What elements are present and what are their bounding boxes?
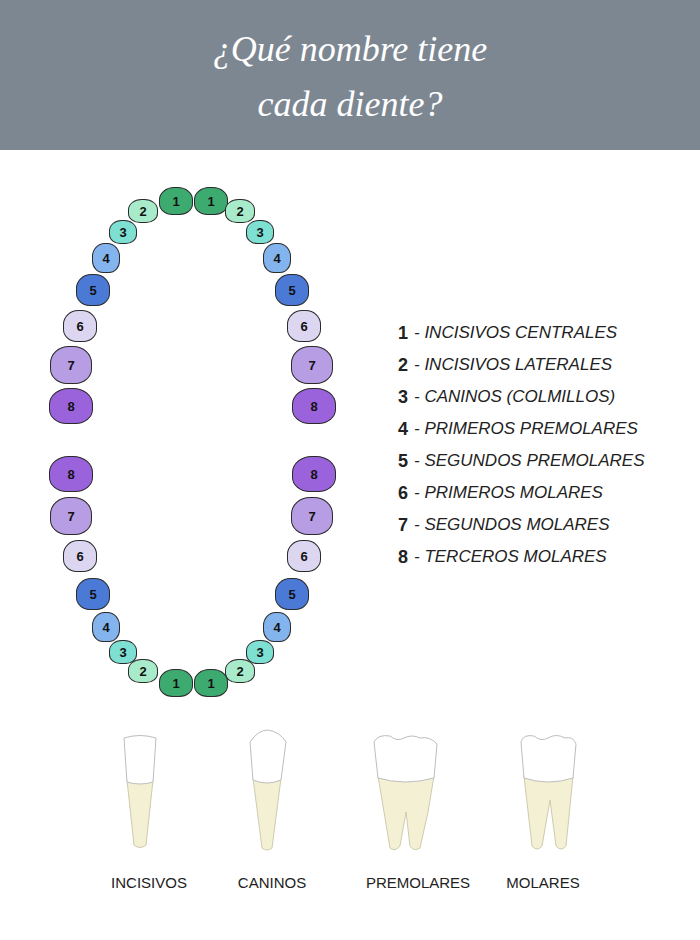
second-premolar-tooth: 5 <box>275 578 309 610</box>
key-name: - INCISIVOS CENTRALES <box>414 322 617 344</box>
first-premolar-tooth: 4 <box>92 612 120 642</box>
lateral-incisor-tooth: 2 <box>128 199 158 223</box>
key-number: 1 <box>398 322 408 344</box>
tooth-number: 1 <box>207 195 214 208</box>
second-premolar-tooth: 5 <box>76 578 110 610</box>
first-premolar-tooth: 4 <box>92 243 120 273</box>
tooth-number: 1 <box>172 677 179 690</box>
key-number: 5 <box>398 450 408 472</box>
central-incisor-tooth: 1 <box>194 669 228 697</box>
canine-tooth: 3 <box>246 640 274 664</box>
first-molar-tooth: 6 <box>63 540 97 572</box>
key-name: - SEGUNDOS MOLARES <box>414 514 610 536</box>
tooth-number: 6 <box>300 320 307 333</box>
tooth-number: 2 <box>139 665 146 678</box>
molar-figure <box>521 736 576 850</box>
tooth-number: 5 <box>89 284 96 297</box>
third-molar-tooth: 8 <box>292 388 336 424</box>
key-name: - TERCEROS MOLARES <box>414 546 607 568</box>
tooth-number: 4 <box>273 252 280 265</box>
tooth-type-caption: INCISIVOS <box>111 872 187 894</box>
tooth-type-caption: CANINOS <box>238 872 306 894</box>
tooth-number: 5 <box>89 588 96 601</box>
central-incisor-tooth: 1 <box>194 187 228 215</box>
tooth-number: 5 <box>288 284 295 297</box>
key-number: 2 <box>398 354 408 376</box>
page-title: ¿Qué nombre tiene cada diente? <box>175 22 525 132</box>
tooth-number: 3 <box>256 226 263 239</box>
canine-tooth: 3 <box>246 220 274 244</box>
third-molar-tooth: 8 <box>49 456 93 492</box>
tooth-number: 7 <box>308 359 315 372</box>
tooth-number: 4 <box>102 621 109 634</box>
tooth-number: 8 <box>67 468 74 481</box>
key-number: 3 <box>398 386 408 408</box>
first-premolar-tooth: 4 <box>263 612 291 642</box>
lateral-incisor-tooth: 2 <box>225 199 255 223</box>
tooth-number: 5 <box>288 588 295 601</box>
lateral-incisor-tooth: 2 <box>225 659 255 683</box>
canine-tooth: 3 <box>109 220 137 244</box>
first-premolar-tooth: 4 <box>263 243 291 273</box>
first-molar-tooth: 6 <box>63 310 97 342</box>
central-incisor-tooth: 1 <box>159 187 193 215</box>
central-incisor-tooth: 1 <box>159 669 193 697</box>
tooth-number: 8 <box>310 468 317 481</box>
tooth-number: 6 <box>76 550 83 563</box>
tooth-number: 6 <box>300 550 307 563</box>
title-band <box>0 0 700 150</box>
premolar-figure <box>374 736 437 850</box>
tooth-number: 8 <box>310 400 317 413</box>
key-name: - CANINOS (COLMILLOS) <box>414 386 615 408</box>
key-name: - SEGUNDOS PREMOLARES <box>414 450 645 472</box>
second-molar-tooth: 7 <box>50 497 92 535</box>
second-molar-tooth: 7 <box>291 346 333 384</box>
tooth-number: 7 <box>67 510 74 523</box>
tooth-number: 6 <box>76 320 83 333</box>
tooth-number: 1 <box>172 195 179 208</box>
tooth-number: 2 <box>236 665 243 678</box>
key-name: - INCISIVOS LATERALES <box>414 354 612 376</box>
tooth-number: 8 <box>67 400 74 413</box>
tooth-number: 1 <box>207 677 214 690</box>
key-name: - PRIMEROS MOLARES <box>414 482 603 504</box>
third-molar-tooth: 8 <box>292 456 336 492</box>
lateral-incisor-tooth: 2 <box>128 659 158 683</box>
key-name: - PRIMEROS PREMOLARES <box>414 418 638 440</box>
tooth-number: 7 <box>308 510 315 523</box>
second-premolar-tooth: 5 <box>275 274 309 306</box>
key-number: 8 <box>398 546 408 568</box>
canine-figure <box>250 730 286 850</box>
tooth-type-caption: MOLARES <box>506 872 579 894</box>
second-premolar-tooth: 5 <box>76 274 110 306</box>
tooth-number: 3 <box>119 646 126 659</box>
tooth-number: 3 <box>256 646 263 659</box>
tooth-number: 3 <box>119 226 126 239</box>
tooth-number: 2 <box>139 205 146 218</box>
incisor-figure <box>124 736 156 848</box>
key-number: 7 <box>398 514 408 536</box>
first-molar-tooth: 6 <box>287 310 321 342</box>
tooth-number: 4 <box>273 621 280 634</box>
third-molar-tooth: 8 <box>49 388 93 424</box>
tooth-number: 2 <box>236 205 243 218</box>
tooth-number: 4 <box>102 252 109 265</box>
second-molar-tooth: 7 <box>50 346 92 384</box>
tooth-type-caption: PREMOLARES <box>366 872 470 894</box>
tooth-number: 7 <box>67 359 74 372</box>
key-number: 6 <box>398 482 408 504</box>
first-molar-tooth: 6 <box>287 540 321 572</box>
key-number: 4 <box>398 418 408 440</box>
second-molar-tooth: 7 <box>291 497 333 535</box>
